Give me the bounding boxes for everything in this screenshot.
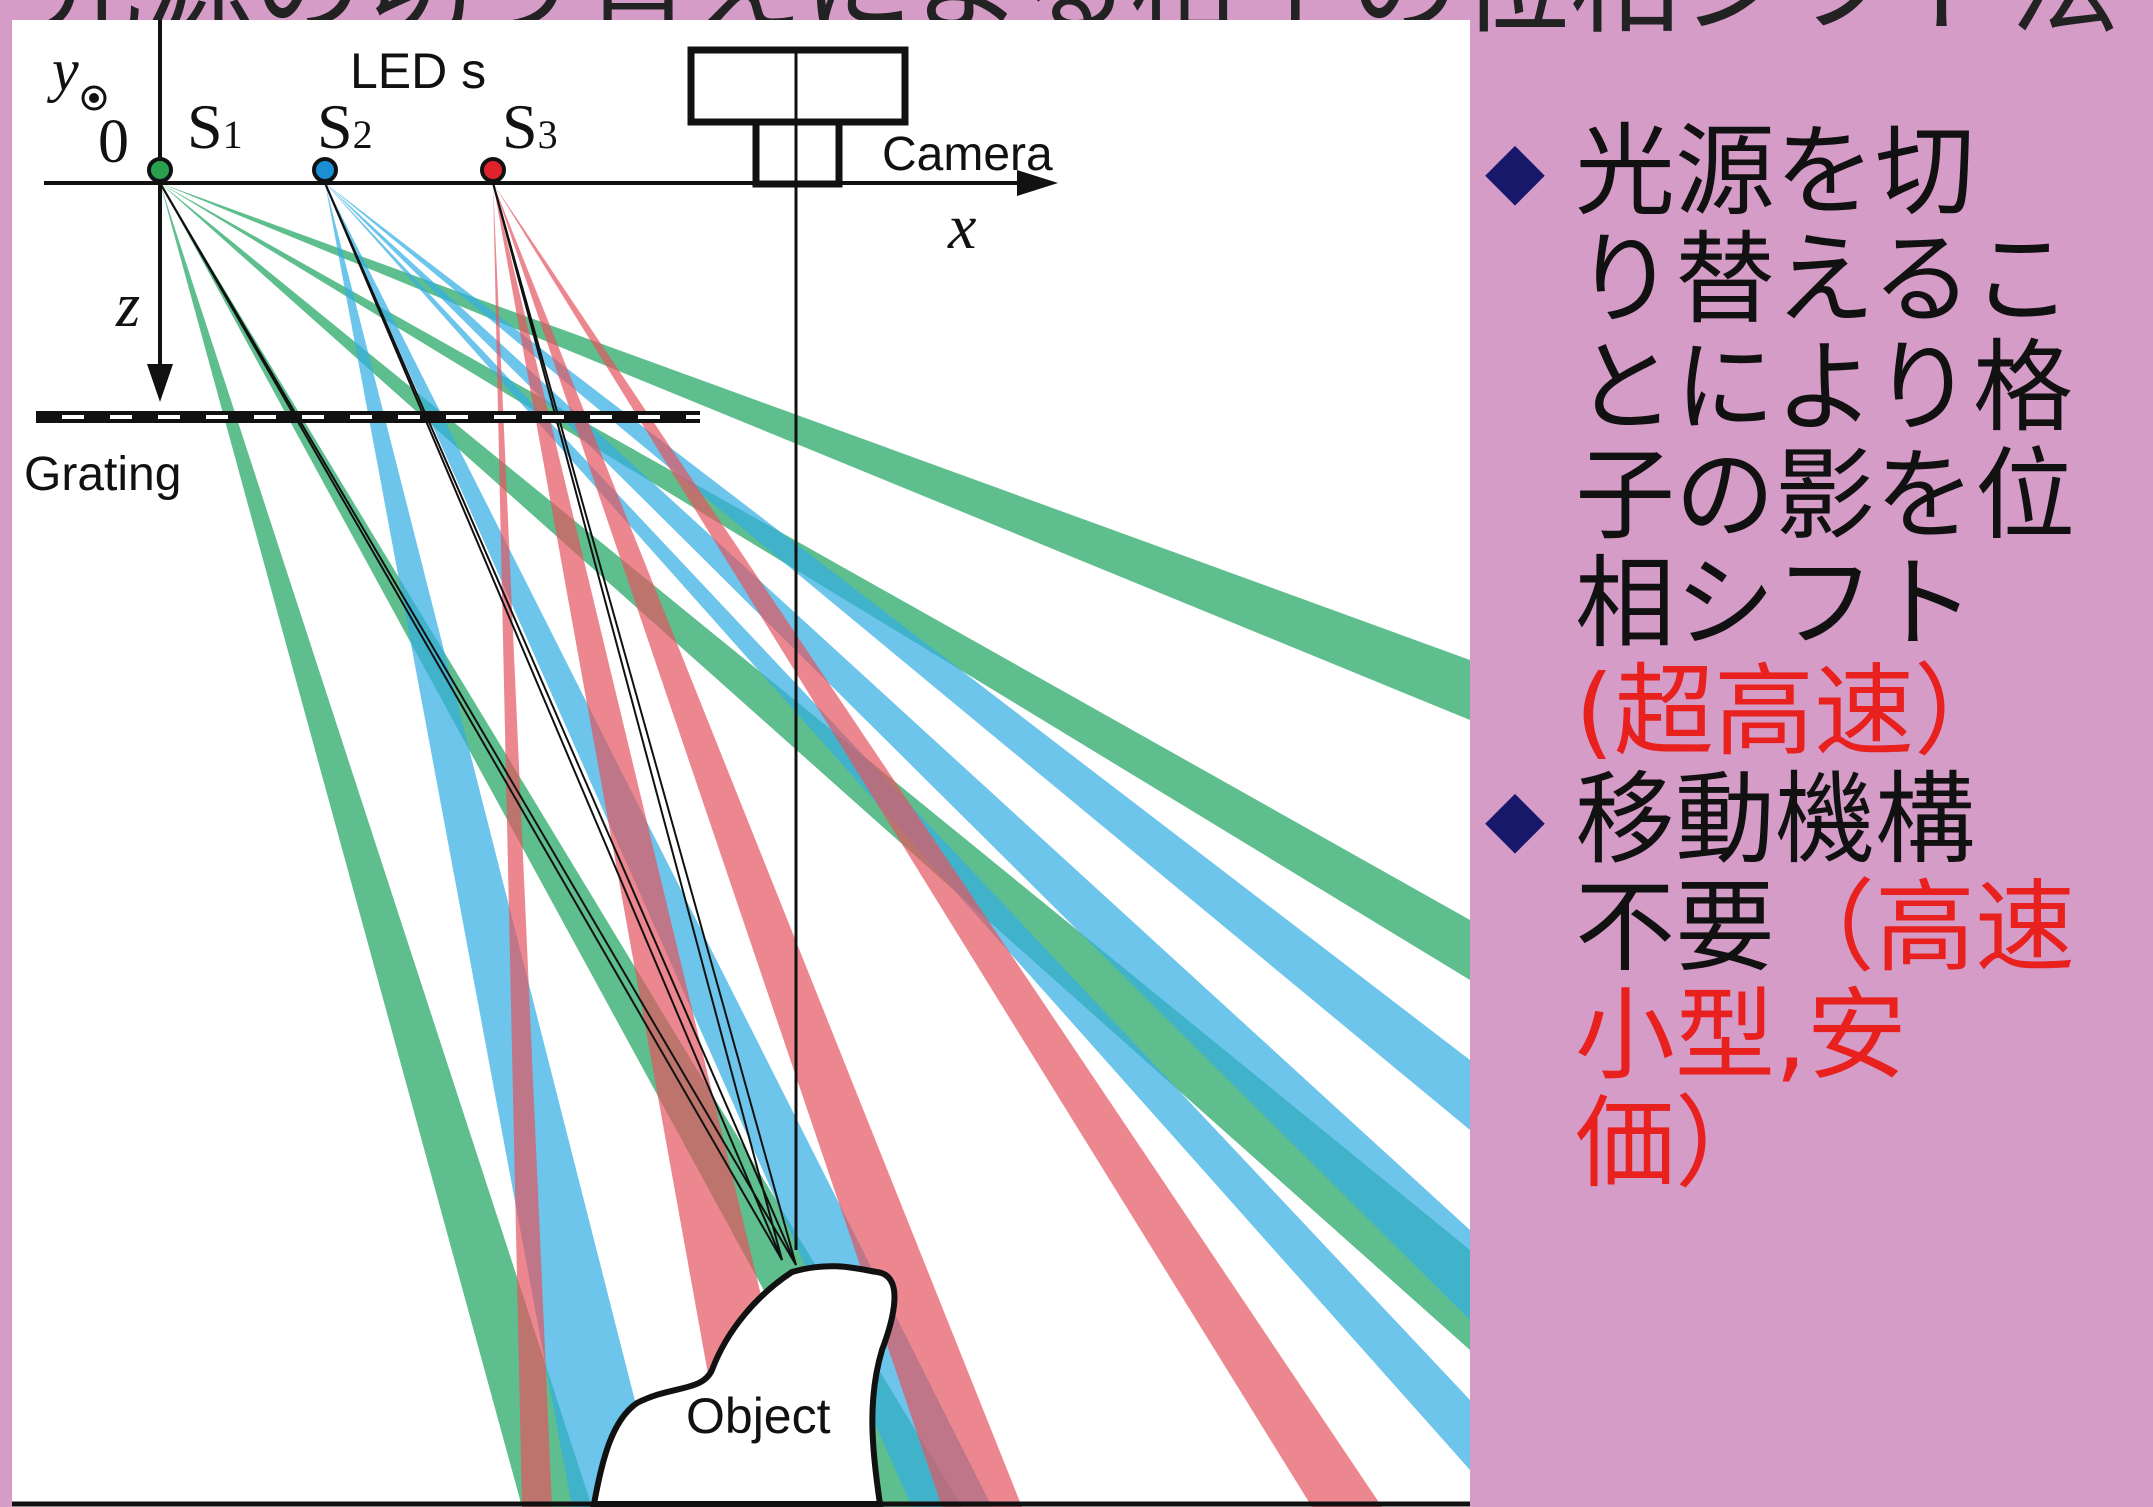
ray-line [324, 182, 783, 1261]
ray-line [324, 182, 797, 1266]
x-axis-arrow [1017, 170, 1058, 196]
led-s3-dot [480, 157, 506, 183]
bullet-1-line: 相シフト [1575, 545, 1975, 662]
led-s1-label: S1 [187, 91, 243, 162]
red-beam-1 [493, 183, 552, 1507]
blue-beam-3 [325, 183, 1470, 1320]
bullet-1-emphasis: (超高速） [1575, 653, 2015, 770]
diagram-panel: y 0 x z S1 S2 S3 LED s Camera Grating Ob… [12, 20, 1470, 1507]
led-s2-dot [312, 157, 338, 183]
leds-label: LED s [350, 43, 486, 99]
bullet-1-line: 光源を切 [1575, 118, 1975, 230]
bullet-2-plain: 不要 [1575, 869, 1775, 986]
grating-bar [36, 411, 708, 423]
bullet-2-text: 移動機構 不要（高速 小型,安 価） [1575, 766, 2075, 1198]
bullet-2-line: 移動機構 [1575, 761, 1975, 878]
origin-label: 0 [98, 108, 129, 176]
slide-title: 光源の切り替えによる格子の位相シフト法 [0, 0, 2153, 40]
grating-label: Grating [24, 448, 181, 501]
red-beam-3 [493, 183, 1022, 1507]
z-axis-arrow [147, 364, 173, 402]
bullet-2-line: 価） [1575, 1085, 1775, 1202]
object-shape [590, 1263, 898, 1507]
bullet-2-line: 小型,安 [1575, 977, 1907, 1094]
camera-icon [687, 46, 909, 188]
bullet-item-2: ◆ 移動機構 不要（高速 小型,安 価） [1475, 766, 2153, 1198]
bullet-1-line: り替えるこ [1575, 221, 2072, 338]
led-s1-dot [147, 157, 173, 183]
blue-beam-1 [325, 183, 662, 1507]
bullet-1-text: 光源を切 り替えるこ とにより格 子の影を位 相シフト (超高速） [1575, 118, 2075, 766]
diagram-svg: y 0 x z S1 S2 S3 LED s Camera Grating Ob… [12, 20, 1470, 1507]
y-axis-out-of-page-symbol [81, 85, 107, 111]
camera-label: Camera [882, 128, 1053, 181]
light-beams [159, 182, 1470, 1507]
diamond-bullet-icon: ◆ [1485, 773, 1545, 863]
blue-beam-2 [325, 183, 992, 1507]
bullet-item-1: ◆ 光源を切 り替えるこ とにより格 子の影を位 相シフト (超高速） [1475, 118, 2153, 766]
led-s3-label: S3 [502, 91, 558, 162]
bullet-1-line: 子の影を位 [1575, 437, 2075, 554]
object-label: Object [686, 1388, 831, 1444]
bullet-2-emphasis: （高速 [1775, 869, 2075, 986]
ray-line [159, 182, 783, 1261]
z-axis-label: z [115, 272, 140, 340]
bullet-1-line: とにより格 [1575, 329, 2073, 446]
diamond-bullet-icon: ◆ [1485, 125, 1545, 215]
explanation-panel: ◆ 光源を切 り替えるこ とにより格 子の影を位 相シフト (超高速） ◆ 移動… [1475, 118, 2153, 1498]
green-beam-1 [160, 183, 592, 1507]
bullet-2-line: 不要（高速 [1575, 874, 2075, 982]
ray-line [159, 182, 797, 1266]
ray-line [492, 182, 797, 1266]
green-beam-2 [160, 183, 962, 1507]
red-beam-4 [493, 183, 1382, 1507]
x-axis-label: x [947, 191, 976, 262]
led-s2-label: S2 [317, 91, 373, 162]
ray-line [492, 182, 783, 1261]
y-axis-label: y [46, 37, 79, 103]
red-beam-2 [493, 183, 812, 1507]
